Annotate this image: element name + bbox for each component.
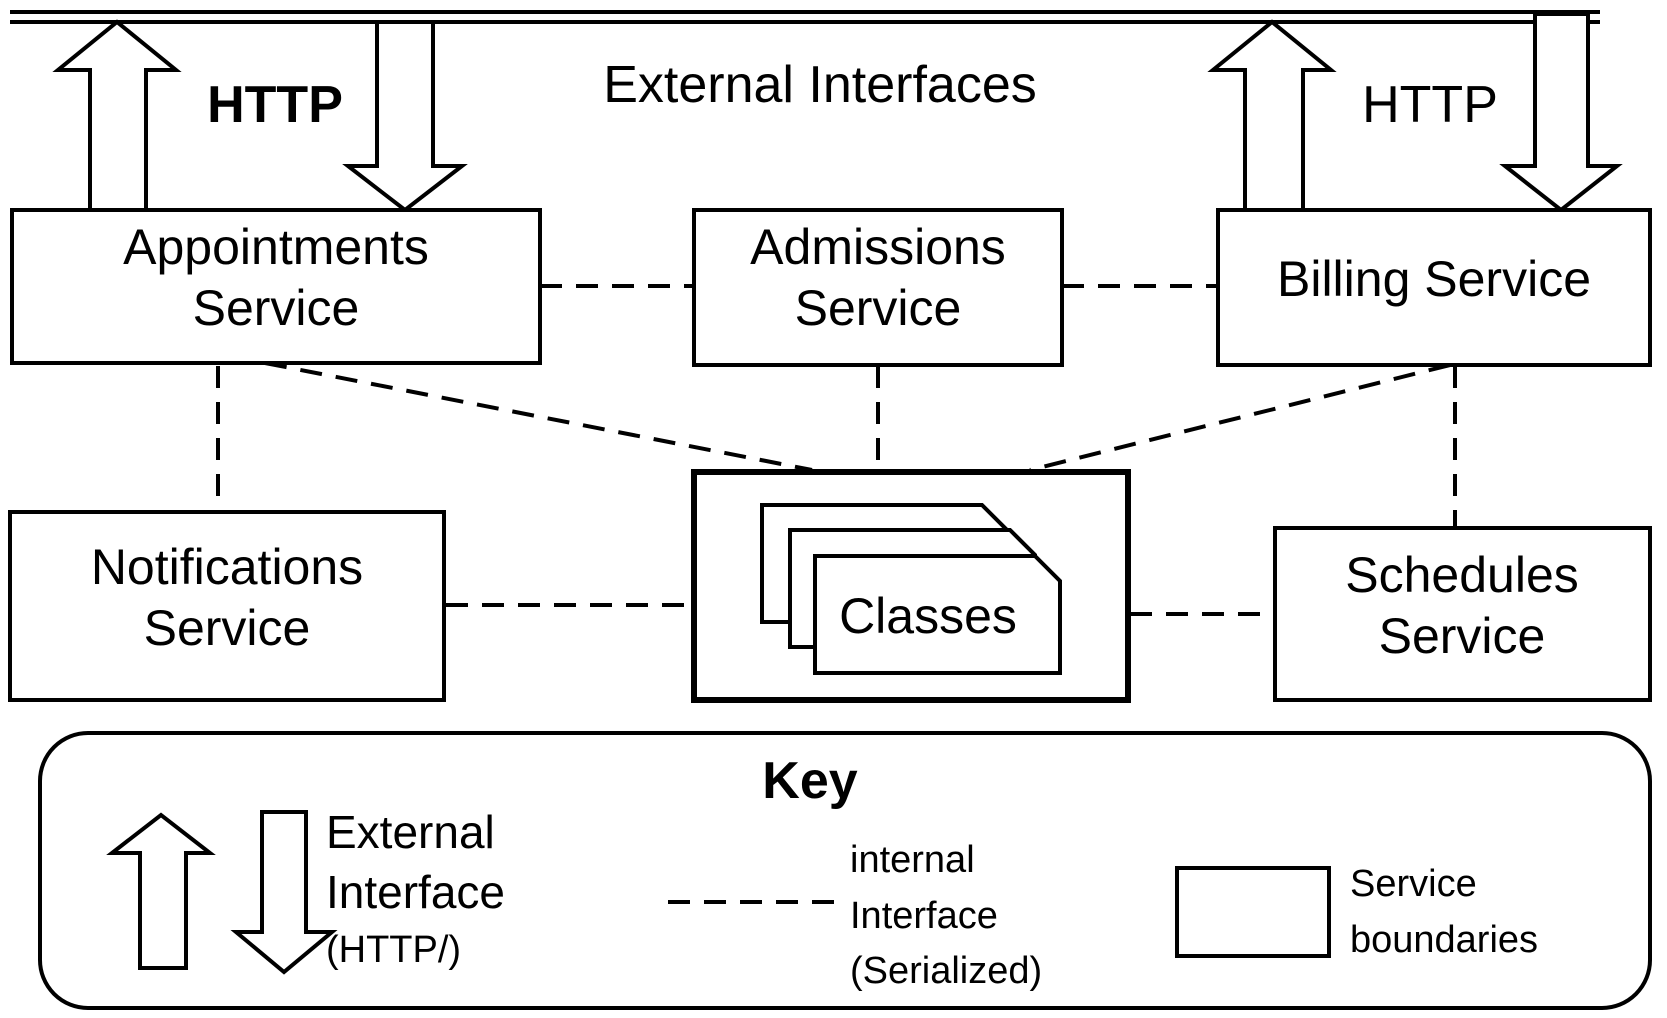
key-boundary-line1: Service [1350,863,1477,905]
appointments-service-label-line2: Service [193,280,360,336]
legend-key: Key External Interface (HTTP/) internal … [38,731,1652,1010]
key-boundary-box [1175,866,1331,958]
admissions-service-label-line1: Admissions [750,219,1006,275]
key-external-line1: External [326,806,495,858]
key-up-arrow-icon [106,812,216,970]
key-title: Key [762,752,857,810]
left-down-arrow-icon [342,20,468,213]
right-down-arrow-icon [1499,12,1623,213]
notifications-service-label-line1: Notifications [91,539,363,595]
key-internal-line1: internal [850,839,975,881]
class-file-icon [813,554,1062,675]
classes-label: Classes [839,588,1017,644]
appointments-service-box: Appointments Service [10,208,542,365]
external-boundary-line [10,10,1600,24]
key-internal-line3: (Serialized) [850,950,1042,992]
admissions-service-label-line2: Service [795,280,962,336]
right-up-arrow-icon [1207,19,1337,212]
internal-interface-connections [216,284,1457,616]
admissions-service-box: Admissions Service [692,208,1064,367]
external-interfaces-title: External Interfaces [603,56,1037,114]
notifications-service-box: Notifications Service [8,510,446,702]
billing-service-box: Billing Service [1216,208,1652,367]
http-label-right: HTTP [1362,76,1498,134]
notifications-service-label-line2: Service [144,600,311,656]
key-down-arrow-icon [230,810,338,975]
schedules-service-box: Schedules Service [1273,526,1652,702]
billing-service-label: Billing Service [1277,251,1591,307]
schedules-service-label-line2: Service [1379,608,1546,664]
key-external-line3: (HTTP/) [326,929,461,971]
classes-box: Classes [691,469,1131,703]
appointments-service-label-line1: Appointments [123,219,429,275]
key-external-line2: Interface [326,866,505,918]
left-up-arrow-icon [52,19,182,212]
key-boundary-line2: boundaries [1350,919,1538,961]
http-label-left: HTTP [207,76,343,134]
schedules-service-label-line1: Schedules [1345,547,1579,603]
key-internal-line2: Interface [850,895,998,937]
